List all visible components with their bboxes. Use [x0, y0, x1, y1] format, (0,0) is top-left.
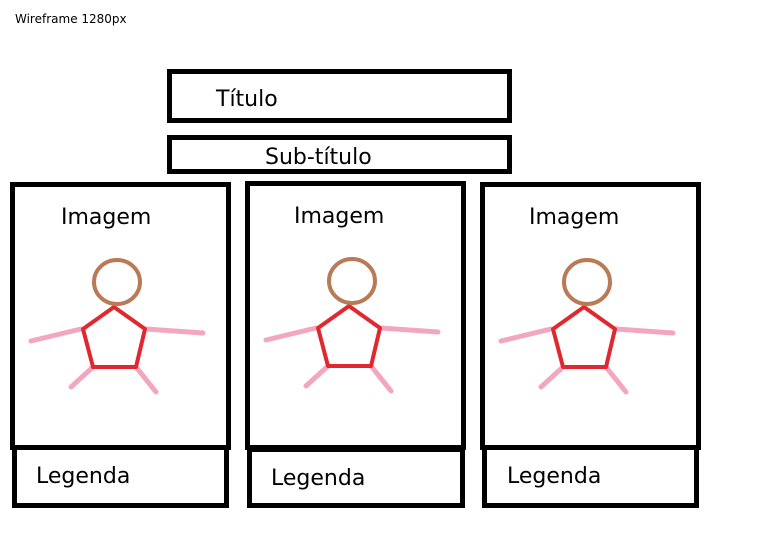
wireframe-caption: Wireframe 1280px	[15, 12, 127, 26]
legend-box-3: Legenda	[482, 445, 699, 508]
legend-text: Legenda	[507, 464, 602, 489]
legend-text: Legenda	[271, 466, 366, 491]
card-1: Imagem	[10, 182, 231, 450]
legend-text: Legenda	[36, 464, 131, 489]
subtitle-text: Sub-título	[265, 145, 372, 170]
title-text: Título	[216, 87, 278, 112]
card-2: Imagem	[245, 181, 466, 450]
title-box: Título	[167, 69, 512, 123]
image-label: Imagem	[529, 205, 620, 230]
legend-box-1: Legenda	[12, 445, 229, 508]
stick-figure-icon	[498, 258, 676, 395]
image-label: Imagem	[294, 204, 385, 229]
stick-figure-icon	[263, 257, 441, 394]
subtitle-box: Sub-título	[167, 135, 512, 174]
stick-figure-icon	[28, 258, 206, 395]
image-label: Imagem	[61, 205, 152, 230]
card-3: Imagem	[480, 182, 701, 450]
legend-box-2: Legenda	[247, 447, 465, 508]
